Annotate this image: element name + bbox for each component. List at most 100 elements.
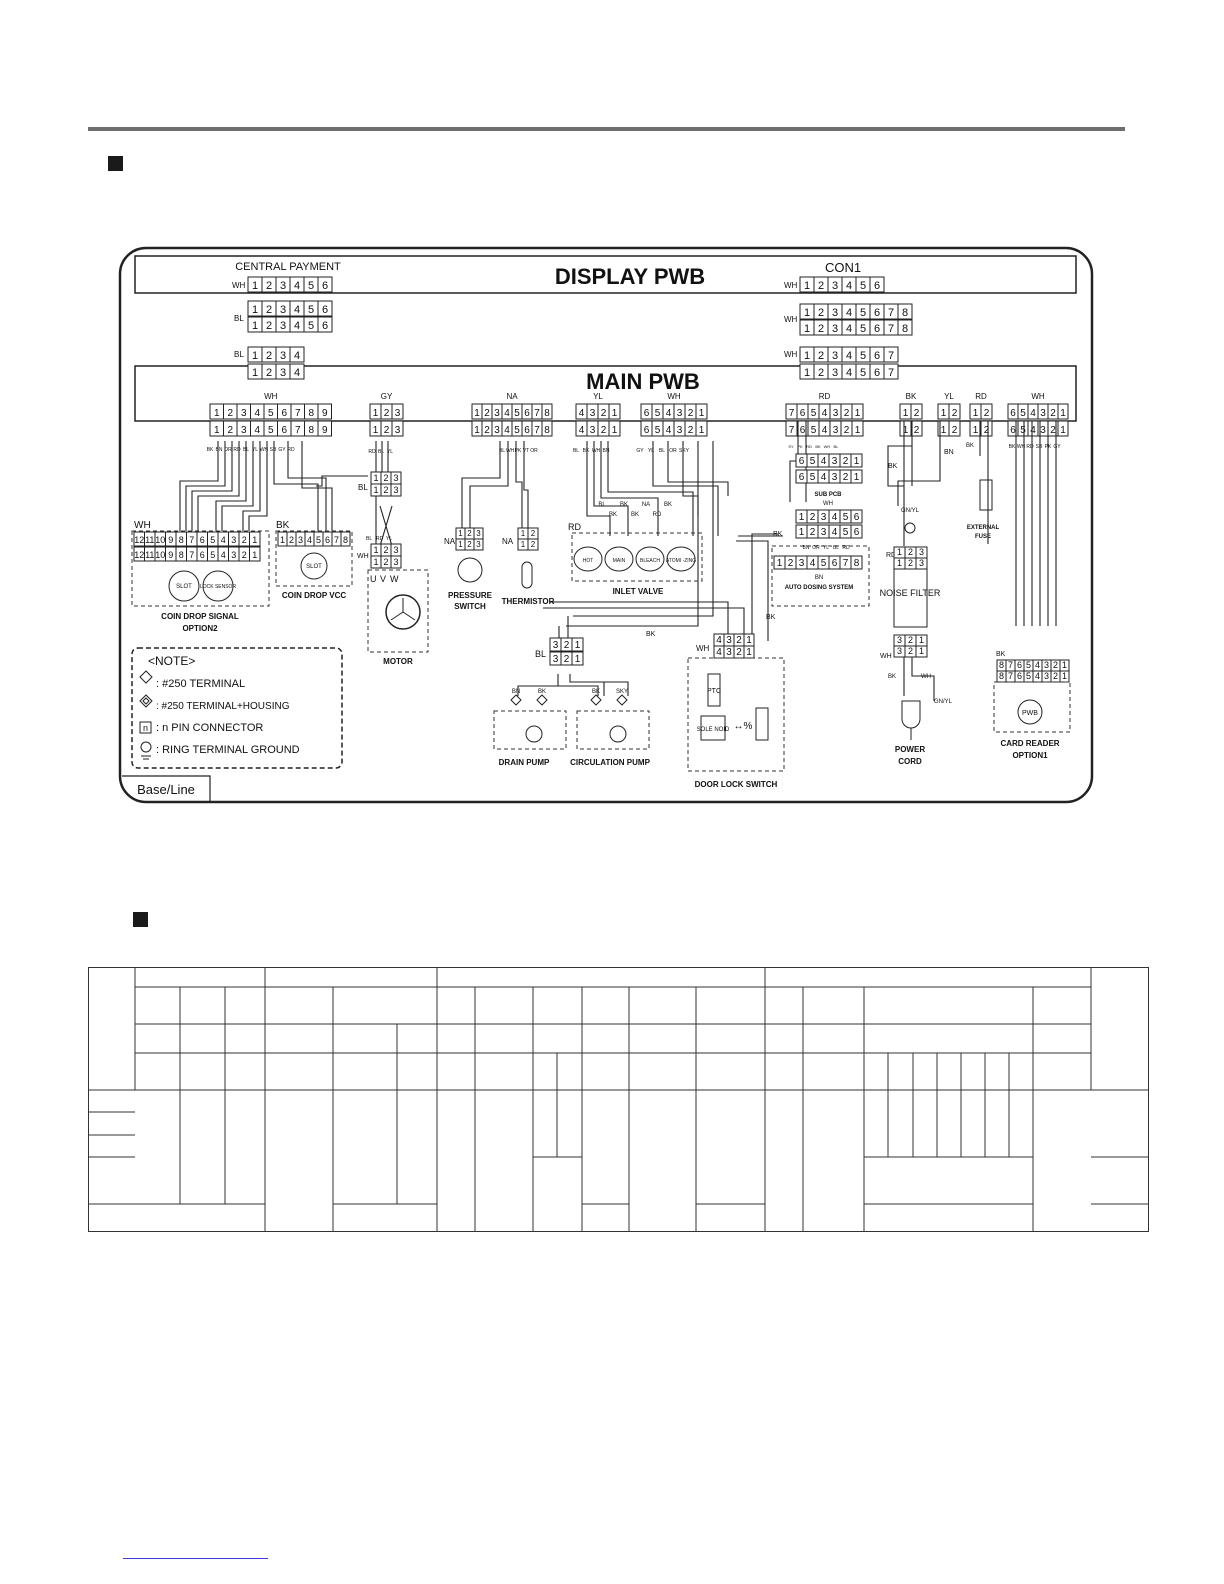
main-c10-top-pin-cell bbox=[1057, 403, 1069, 420]
main-c10-bot-pin-label: 4 bbox=[1030, 425, 1036, 436]
cp-bl-top-pin-label: 1 bbox=[252, 304, 258, 316]
circulation-pump-box bbox=[576, 710, 650, 750]
main-c5-bot-pin-label: 1 bbox=[699, 425, 705, 436]
cp-bl-top-pin-label: 6 bbox=[322, 304, 328, 316]
note-item-3: : n PIN CONNECTOR bbox=[156, 722, 263, 734]
nf-bot2-pin-label: 1 bbox=[919, 646, 924, 656]
pump-top-pin-cell bbox=[571, 637, 584, 652]
con1-wh7-top-pin-label: 5 bbox=[860, 350, 866, 362]
subpcb-wire-label: BL bbox=[833, 545, 839, 551]
card-reader-pwb-icon bbox=[1017, 699, 1043, 725]
cp-bl-bot-pin-label: 4 bbox=[294, 320, 300, 332]
pump-bot-pin-label: 1 bbox=[575, 654, 581, 665]
power-cord-label-1: POWER bbox=[895, 745, 925, 754]
main-c5-bot-pin-label: 4 bbox=[666, 425, 672, 436]
main-c10-top-pin-label: 3 bbox=[1040, 408, 1046, 419]
subpcb-mid-pin-label: 2 bbox=[843, 472, 849, 483]
door-bot-pin-label: 4 bbox=[716, 647, 722, 658]
main-c6-top-pin-cell bbox=[851, 403, 864, 420]
drain-pump-box bbox=[493, 710, 567, 750]
con1-wh3: WH bbox=[784, 350, 798, 359]
main-c9-bot-pin-label: 2 bbox=[984, 425, 990, 436]
coin-vcc-slot-label: SLOT bbox=[306, 564, 322, 570]
con1-wh7-top-pin-label: 6 bbox=[874, 350, 880, 362]
main-c1-top-pin-label: 8 bbox=[308, 408, 314, 419]
main-c8-bot-pin-label: 2 bbox=[952, 425, 958, 436]
con1-wh2: WH bbox=[784, 315, 798, 324]
main-c6-bot-pin-label: 2 bbox=[844, 425, 850, 436]
nf-top-pin-label: 3 bbox=[919, 547, 924, 557]
valve-icon bbox=[604, 546, 634, 572]
card-reader-box bbox=[993, 681, 1071, 733]
nf-top2-pin-label: 1 bbox=[897, 558, 902, 568]
main-c3-top-pin-label: 2 bbox=[484, 408, 490, 419]
door-ptc-label: PTC bbox=[707, 688, 721, 695]
subpcb-mid-pin-label: 6 bbox=[799, 472, 805, 483]
main-c4-bot-pin-label: 2 bbox=[601, 425, 607, 436]
con1-wh7-top-pin-label: 2 bbox=[818, 350, 824, 362]
footer-link-underline bbox=[123, 1558, 268, 1559]
noise-filter-gnyl: GN/YL bbox=[901, 508, 920, 514]
cr-top-pin-label: 8 bbox=[999, 660, 1004, 670]
main-c2-top-pin-label: 1 bbox=[373, 408, 379, 419]
main-c2-bot-pin-label: 3 bbox=[395, 425, 401, 436]
coin-drop-signal-color: WH bbox=[134, 520, 151, 531]
main-c9-bot-pin-cell bbox=[980, 420, 993, 437]
door-lock-box bbox=[687, 657, 785, 772]
con1-wh8-bot-pin-label: 1 bbox=[804, 323, 810, 335]
main-c4-bot-pin-label: 1 bbox=[612, 425, 618, 436]
main-c5-top-pin-cell bbox=[695, 403, 708, 420]
ground-ring-icon bbox=[904, 522, 916, 534]
coin-signal-top-pin-label: 12 bbox=[134, 535, 144, 545]
motor-phase-label: W bbox=[390, 574, 399, 584]
main-c1-bot-pin-label: 4 bbox=[254, 425, 260, 436]
coin-signal-top-pin-label: 10 bbox=[155, 535, 165, 545]
c1-wire-label: GY bbox=[278, 447, 286, 453]
main-c1-bot-pin-label: 1 bbox=[214, 425, 220, 436]
subpcb-top-pin-cell bbox=[850, 453, 863, 468]
auto-dosing-bn: BN bbox=[815, 575, 823, 581]
main-c6-top-pin-label: 3 bbox=[833, 408, 839, 419]
cp-bl4-bot-pin-cell bbox=[289, 363, 305, 380]
cp-bl-top-pin-label: 5 bbox=[308, 304, 314, 316]
motor-bot2-pin-label: 3 bbox=[393, 557, 398, 567]
main-c6-bot-pin-label: 4 bbox=[822, 425, 828, 436]
coin-signal-top-pin-label: 2 bbox=[242, 535, 247, 545]
lock-sensor-label: LOCK SENSOR bbox=[200, 584, 237, 590]
con1-wh7-bot-pin-cell bbox=[883, 363, 899, 380]
cp-bl4-top-pin-label: 2 bbox=[266, 350, 272, 362]
motor-wire-label: YL bbox=[386, 536, 392, 542]
main-c1-bot-pin-label: 9 bbox=[322, 425, 328, 436]
subpcb-mid-pin-label: 1 bbox=[854, 472, 860, 483]
ads-pin-label: 4 bbox=[810, 558, 816, 569]
main-c6-top-pin-label: 7 bbox=[789, 408, 795, 419]
main-c1-top-pin-label: 7 bbox=[295, 408, 301, 419]
door-top-pin-label: 1 bbox=[746, 635, 752, 646]
nf-bot2-pin-label: 2 bbox=[908, 646, 913, 656]
coin-vcc-pin-label: 8 bbox=[343, 535, 348, 545]
valve-label: MAIN bbox=[613, 558, 626, 564]
ads-pin-label: 5 bbox=[821, 558, 827, 569]
main-c5-color: WH bbox=[667, 392, 681, 401]
spec-table bbox=[88, 967, 1149, 1232]
coin-signal-top-pin-label: 4 bbox=[221, 535, 226, 545]
main-c7-top-pin-label: 2 bbox=[914, 408, 920, 419]
terminal-housing-icon bbox=[139, 694, 153, 708]
main-c5-bot-pin-cell bbox=[695, 420, 708, 437]
main-c4-top-pin-cell bbox=[608, 403, 621, 420]
main-c6-bot-pin-cell bbox=[851, 420, 864, 437]
coin-signal-top-pin-cell bbox=[249, 531, 261, 547]
central-payment-bl2: BL bbox=[234, 350, 244, 359]
motor-top2-pin-cell bbox=[390, 483, 402, 497]
main-c6-bot-pin-label: 3 bbox=[833, 425, 839, 436]
valve-icon bbox=[635, 546, 665, 572]
main-c2-bot-pin-cell bbox=[391, 420, 404, 437]
cp-bl-top-pin-label: 4 bbox=[294, 304, 300, 316]
main-c3-top-pin-label: 5 bbox=[514, 408, 520, 419]
main-c7-top-pin-label: 1 bbox=[903, 408, 909, 419]
cp-bl4-top-pin-label: 3 bbox=[280, 350, 286, 362]
main-c5-top-pin-label: 6 bbox=[644, 408, 650, 419]
coin-signal-bot-pin-label: 11 bbox=[145, 550, 154, 560]
con1-wh8-bot-pin-label: 7 bbox=[888, 323, 894, 335]
